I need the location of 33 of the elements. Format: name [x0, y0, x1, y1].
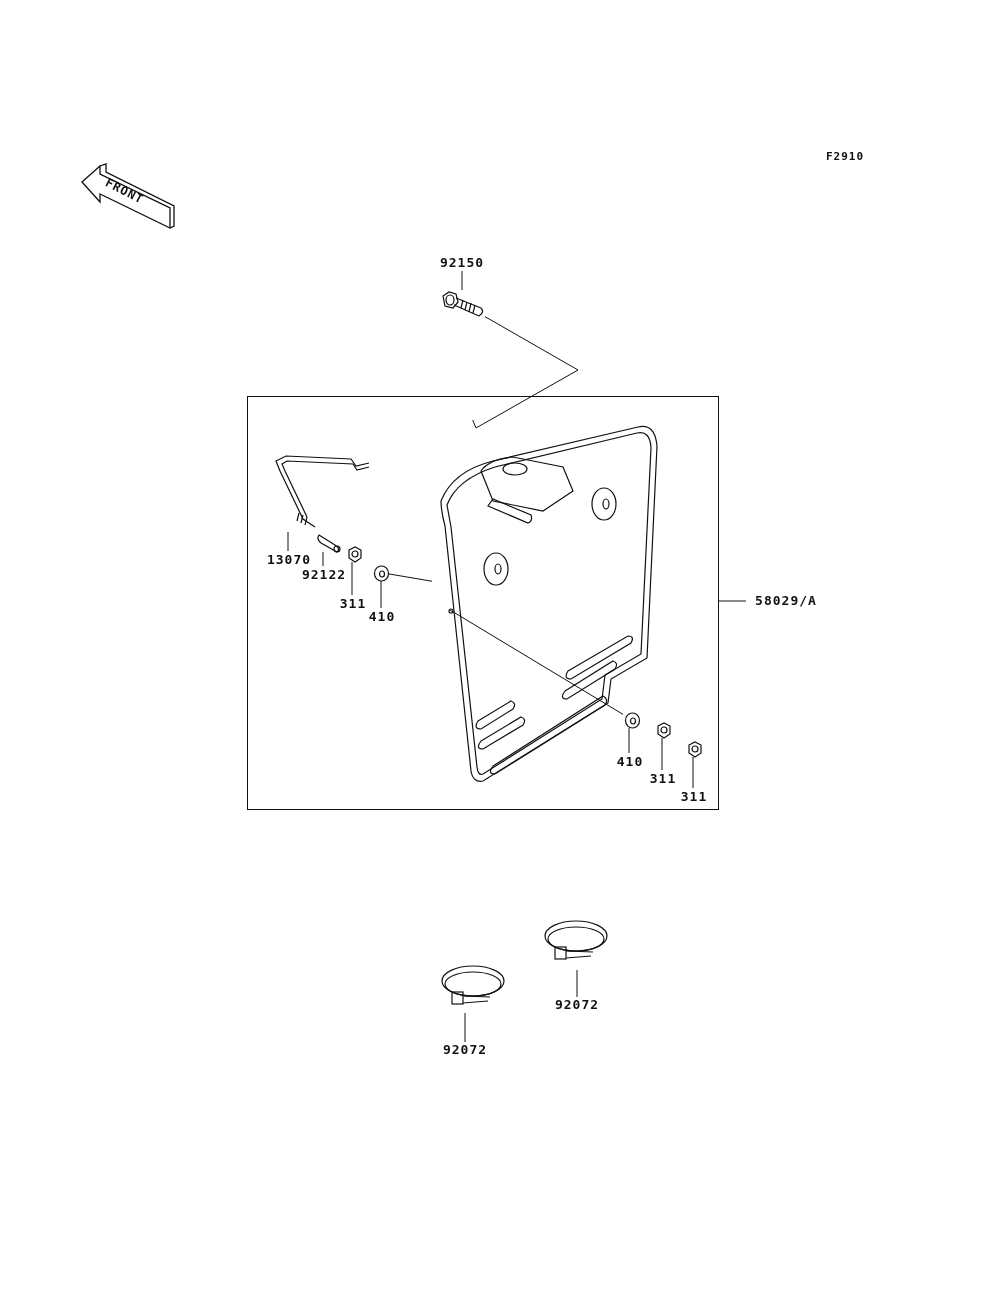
assembly-line — [388, 573, 433, 582]
part-number: 410 — [613, 754, 647, 769]
leader-line — [461, 270, 463, 291]
washer-drawing — [624, 712, 641, 729]
assembly-line — [472, 316, 579, 429]
part-number: 58029/A — [746, 593, 826, 609]
leader-line — [464, 1012, 466, 1043]
washer-drawing — [373, 565, 390, 582]
part-number: 92072 — [438, 1042, 492, 1057]
part-number: 410 — [365, 609, 399, 624]
part-number: 92122 — [297, 567, 351, 582]
part-number: 92150 — [437, 255, 487, 271]
nut-drawing — [346, 546, 363, 563]
leader-line — [351, 561, 353, 596]
leader-line — [380, 580, 382, 609]
part-number: 92072 — [550, 997, 604, 1012]
bolt-drawing — [441, 290, 485, 318]
nut-drawing — [655, 722, 672, 739]
part-number: 311 — [646, 771, 680, 786]
assembly-frame — [247, 396, 719, 810]
leader-line — [287, 531, 289, 552]
leader-line — [628, 727, 630, 754]
assembly-line — [449, 609, 624, 715]
part-number: 13070 — [263, 552, 315, 567]
figure-code: F2910 — [826, 150, 865, 163]
part-number: 311 — [677, 789, 711, 804]
leader-line — [718, 600, 747, 602]
leader-line — [692, 756, 694, 789]
part-number: 311 — [336, 596, 370, 611]
leader-line — [576, 969, 578, 998]
leader-line — [322, 551, 324, 567]
leader-line — [661, 737, 663, 771]
nut-drawing — [686, 741, 703, 758]
